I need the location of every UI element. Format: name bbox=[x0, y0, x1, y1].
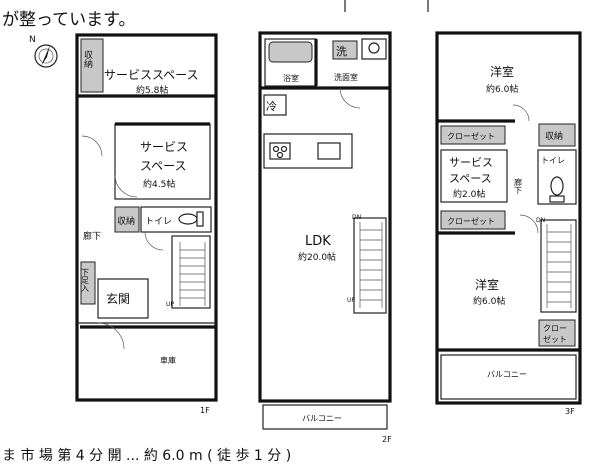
f3-toilet-bowl bbox=[550, 176, 564, 196]
f2-level-label: 2F bbox=[382, 435, 392, 444]
f3-western-room-2-area: 約6.0帖 bbox=[473, 295, 505, 307]
f1-toilet-room bbox=[140, 206, 212, 233]
f2-sink bbox=[361, 38, 387, 60]
f2-bathtub bbox=[268, 41, 313, 63]
f1-service-space-1-label: サービススペース bbox=[104, 68, 199, 82]
compass: N bbox=[29, 35, 58, 68]
f3-storage bbox=[538, 123, 576, 147]
f2-kitchen-sink bbox=[317, 142, 341, 160]
f1-service-space-2-label-1: サービス bbox=[140, 140, 188, 154]
f3-door-swing-a bbox=[519, 214, 539, 234]
f2-burner-2 bbox=[280, 145, 288, 153]
f2-staircase bbox=[353, 217, 387, 314]
f3-western-room-2-label: 洋室 bbox=[475, 277, 499, 292]
f3-closet-2 bbox=[440, 210, 506, 230]
f1-storage bbox=[114, 206, 140, 233]
f3-staircase bbox=[540, 219, 577, 313]
f3-service-space-label-1: サービス bbox=[449, 156, 493, 169]
f3-toilet-label: トイレ bbox=[541, 156, 565, 165]
floor-1f: 収納 サービススペース 約5.8帖 サービス スペース 約4.5帖 収納 トイレ… bbox=[75, 33, 218, 415]
f2-burner-1 bbox=[272, 145, 280, 153]
f1-service-space-1-area: 約5.8帖 bbox=[136, 84, 168, 96]
compass-needle bbox=[41, 45, 50, 66]
f2-washroom-label: 洗面室 bbox=[334, 72, 358, 82]
f1-level-label: 1F bbox=[200, 406, 210, 415]
f3-service-space-label-2: スペース bbox=[449, 172, 492, 185]
f2-wash-label: 洗 bbox=[336, 45, 347, 58]
f3-closet-3-label-2: ゼット bbox=[543, 334, 567, 344]
f3-closet-1 bbox=[440, 125, 506, 145]
f1-service-space-2-area: 約4.5帖 bbox=[143, 178, 175, 190]
f2-stair-dn-label: DN bbox=[352, 214, 361, 221]
f3-western-room-1-area: 約6.0帖 bbox=[486, 83, 518, 95]
f3-closet-3 bbox=[538, 319, 576, 347]
f1-stair-up-label: UP bbox=[166, 301, 174, 308]
floor-3f: 洋室 約6.0帖 クローゼット 収納 サービス スペース 約2.0帖 トイレ 廊… bbox=[435, 31, 582, 416]
footer-note: ま 市 場 第 4 分 開 ... 約 6.0 m ( 徒 歩 1 分 ) bbox=[2, 447, 291, 462]
f3-balcony-label: バルコニー bbox=[487, 370, 527, 379]
f1-staircase bbox=[171, 235, 211, 309]
f1-door-swing-c bbox=[144, 231, 164, 251]
f3-door-swing-b bbox=[512, 104, 530, 122]
f1-garage-door-swing bbox=[97, 322, 125, 350]
f2-fridge-label: 冷 bbox=[266, 100, 277, 113]
f2-stair-up-label: UP bbox=[347, 297, 355, 304]
f1-entrance-label: 玄関 bbox=[106, 291, 130, 306]
f3-service-space-area: 約2.0帖 bbox=[453, 188, 485, 200]
f2-burner-3 bbox=[276, 151, 284, 159]
f3-stair-dn-label: DN bbox=[536, 217, 545, 224]
f1-storage-label: 収納 bbox=[117, 215, 135, 227]
f1-storage-top-label: 収納 bbox=[82, 49, 93, 69]
f2-cooktop bbox=[269, 142, 291, 160]
f2-ldk-label: LDK bbox=[305, 234, 331, 249]
compass-circle bbox=[34, 44, 58, 68]
f2-outer-wall bbox=[258, 31, 392, 403]
f3-outer-wall bbox=[435, 31, 582, 405]
floor-2f: 浴室 洗 洗面室 冷 LDK 約20.0帖 DN UP bbox=[258, 31, 392, 444]
f3-level-label: 3F bbox=[565, 407, 575, 416]
f2-ldk-area: 約20.0帖 bbox=[298, 251, 336, 263]
f3-service-space-room bbox=[440, 149, 508, 203]
f2-washer bbox=[332, 40, 358, 60]
f1-shoe-storage bbox=[80, 261, 96, 305]
f1-hallway-label: 廊下 bbox=[83, 230, 101, 242]
f1-stair-treads bbox=[179, 242, 206, 306]
header-note: が整っています。 bbox=[2, 10, 135, 30]
f1-garage-label: 車庫 bbox=[160, 355, 176, 365]
f2-balcony-label: バルコニー bbox=[302, 414, 342, 423]
f1-toilet-tank bbox=[196, 211, 204, 227]
f3-closet-3-label-1: クロー bbox=[543, 324, 567, 333]
f3-hallway-label: 廊下 bbox=[514, 177, 523, 195]
f3-closet-1-label: クローゼット bbox=[447, 131, 495, 141]
f2-bath-label: 浴室 bbox=[283, 73, 299, 83]
f1-door-swing-a bbox=[114, 174, 138, 198]
f3-storage-label: 収納 bbox=[545, 130, 563, 142]
f3-closet-2-label: クローゼット bbox=[447, 216, 495, 226]
f2-door-swing bbox=[339, 87, 361, 109]
f2-stair-treads bbox=[359, 222, 383, 308]
f2-sink-basin bbox=[368, 42, 380, 54]
f3-toilet-tank bbox=[549, 195, 565, 203]
f2-balcony bbox=[262, 404, 388, 430]
f1-toilet-label: トイレ bbox=[145, 217, 172, 227]
f3-toilet-room bbox=[537, 149, 577, 205]
f1-storage-top bbox=[80, 38, 104, 93]
f3-stair-treads bbox=[546, 224, 572, 308]
f1-entrance bbox=[97, 278, 149, 319]
f1-service-space-2-label-2: スペース bbox=[140, 159, 187, 173]
f1-door-swing-b bbox=[81, 135, 103, 157]
f1-shoe-storage-label: 下足入 bbox=[81, 268, 90, 292]
f2-fridge bbox=[263, 94, 287, 116]
f3-western-room-1-label: 洋室 bbox=[490, 64, 514, 79]
compass-inner-circle bbox=[38, 48, 54, 64]
f3-balcony bbox=[440, 354, 577, 400]
f2-kitchen-counter bbox=[263, 133, 353, 169]
f1-outer-wall bbox=[75, 33, 218, 402]
f1-toilet-bowl bbox=[178, 213, 198, 225]
compass-north-label: N bbox=[29, 35, 36, 45]
